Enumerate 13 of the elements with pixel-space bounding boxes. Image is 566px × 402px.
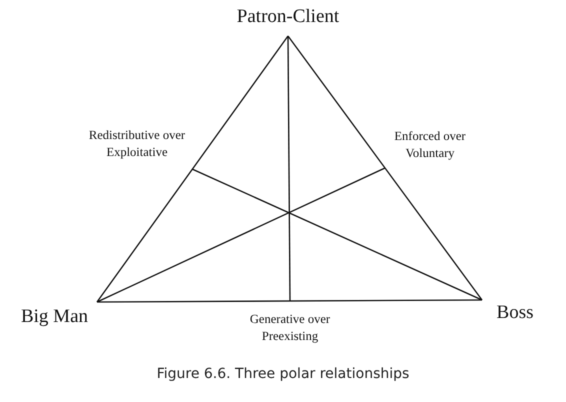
pole-label: Big Man	[12, 302, 97, 334]
median-line	[287, 36, 291, 301]
triangle-side	[287, 36, 483, 300]
median-line	[192, 168, 482, 301]
pole-label: Patron-Client	[222, 4, 354, 36]
axis-label: Redistributive over Exploitative	[82, 123, 192, 169]
median-line	[96, 167, 386, 303]
axis-label: Generative over Preexisting	[235, 301, 345, 347]
triangle-side	[97, 299, 482, 303]
axis-label: Enforced over Voluntary	[385, 124, 475, 168]
triangle-side	[96, 36, 289, 302]
figure-caption: Figure 6.6. Three polar relationships	[156, 366, 410, 382]
pole-label: Boss	[482, 300, 548, 330]
